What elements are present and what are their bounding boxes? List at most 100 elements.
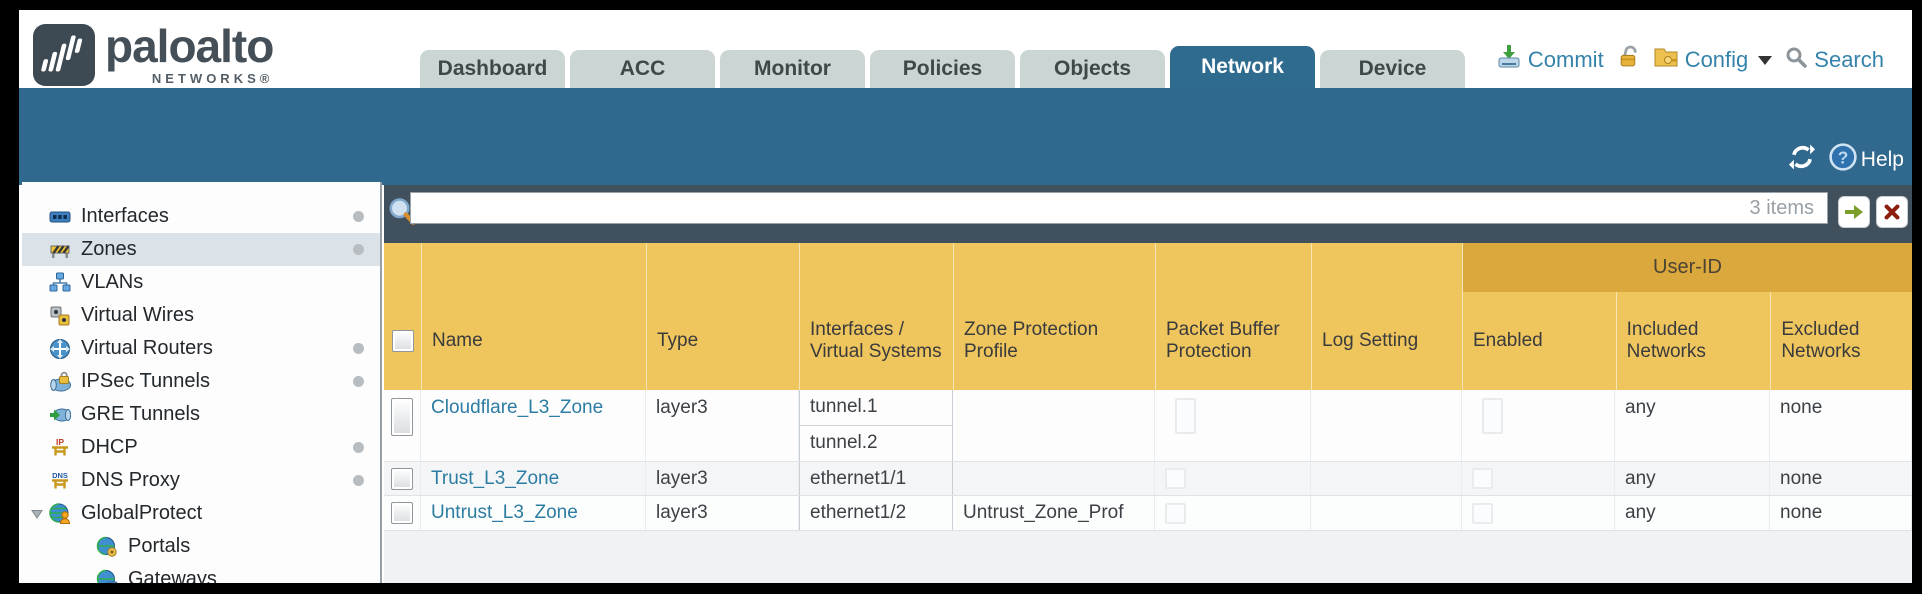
packet-buffer-protection-cell <box>1155 496 1311 530</box>
zones-content: 3 items Name Type Interfaces / Virtual S… <box>384 185 1912 583</box>
help-button[interactable]: ? Help <box>1829 143 1904 177</box>
filter-input[interactable] <box>410 192 1828 224</box>
sidebar-item-vlans[interactable]: VLANs <box>22 266 380 299</box>
refresh-icon[interactable] <box>1788 144 1815 176</box>
table-row: Untrust_L3_Zone layer3 ethernet1/2 Untru… <box>384 496 1912 531</box>
commit-button[interactable]: Commit <box>1496 44 1604 76</box>
user-id-column-group: User-ID Enabled Included Networks Exclud… <box>1462 243 1912 390</box>
tab-policies[interactable]: Policies <box>870 50 1015 88</box>
zone-name-link[interactable]: Untrust_L3_Zone <box>431 502 578 523</box>
included-networks-cell: any <box>1615 496 1770 530</box>
expander-triangle-icon[interactable] <box>30 507 48 521</box>
brand-text: paloalto NETWORKS® <box>105 23 274 86</box>
zone-interfaces-cell: ethernet1/2 <box>799 496 953 530</box>
user-id-enabled-checkbox[interactable] <box>1472 468 1493 489</box>
status-dot <box>353 244 364 255</box>
sidebar-item-label: Virtual Wires <box>81 304 194 326</box>
config-menu-button[interactable]: Config <box>1653 44 1773 76</box>
panos-app-window: paloalto NETWORKS® Dashboard ACC Monitor… <box>19 10 1912 583</box>
zone-interfaces-cell: tunnel.1 tunnel.2 <box>799 390 953 461</box>
sidebar-item-virtual-wires[interactable]: Virtual Wires <box>22 299 380 332</box>
excluded-networks-cell: none <box>1770 390 1912 461</box>
tab-dashboard[interactable]: Dashboard <box>420 50 565 88</box>
zones-table-header: Name Type Interfaces / Virtual Systems Z… <box>384 243 1912 390</box>
svg-text:?: ? <box>1838 147 1849 167</box>
zone-protection-profile-cell <box>953 390 1155 461</box>
interface-entry: tunnel.1 <box>800 390 952 426</box>
sidebar-item-label: DNS Proxy <box>81 469 180 491</box>
clear-filter-button[interactable] <box>1876 196 1908 228</box>
interfaces-icon <box>48 206 72 228</box>
zones-icon <box>48 239 72 261</box>
brand-logo: paloalto NETWORKS® <box>33 23 274 86</box>
chevron-down-icon <box>1758 55 1773 65</box>
commit-label: Commit <box>1527 47 1604 72</box>
tab-acc[interactable]: ACC <box>570 50 715 88</box>
gateways-icon <box>95 569 119 583</box>
sidebar-item-dhcp[interactable]: IP DHCP <box>22 431 380 464</box>
column-header-name[interactable]: Name <box>421 243 646 390</box>
user-id-enabled-checkbox[interactable] <box>1472 502 1493 524</box>
log-setting-cell <box>1311 462 1462 495</box>
column-header-packet-buffer-protection[interactable]: Packet Buffer Protection <box>1155 243 1311 390</box>
sidebar-item-label: Portals <box>128 535 191 557</box>
paloalto-waves-icon <box>33 24 95 86</box>
column-header-excluded-networks[interactable]: Excluded Networks <box>1770 292 1912 390</box>
row-checkbox[interactable] <box>391 467 413 490</box>
sidebar-item-gateways[interactable]: Gateways <box>22 563 380 583</box>
sidebar-item-gre-tunnels[interactable]: GRE Tunnels <box>22 398 380 431</box>
sub-header-bar: ? Help <box>19 88 1912 185</box>
question-help-icon: ? <box>1829 143 1857 177</box>
zone-name-cell: Untrust_L3_Zone <box>421 496 646 530</box>
packet-buffer-protection-checkbox[interactable] <box>1165 468 1186 489</box>
interface-entry: ethernet1/2 <box>810 502 907 523</box>
sidebar-item-label: DHCP <box>81 436 138 458</box>
row-checkbox[interactable] <box>391 398 413 436</box>
column-header-log-setting[interactable]: Log Setting <box>1311 243 1462 390</box>
sidebar-item-portals[interactable]: Portals <box>22 530 380 563</box>
sidebar-item-dns-proxy[interactable]: DNS DNS Proxy <box>22 464 380 497</box>
tab-objects[interactable]: Objects <box>1020 50 1165 88</box>
column-header-included-networks[interactable]: Included Networks <box>1615 292 1771 390</box>
tab-device[interactable]: Device <box>1320 50 1465 88</box>
ipsec-tunnels-icon <box>48 371 72 393</box>
zone-type-cell: layer3 <box>646 462 799 495</box>
open-lock-icon[interactable] <box>1616 45 1641 76</box>
interface-entry: ethernet1/1 <box>810 467 907 489</box>
top-bar: paloalto NETWORKS® Dashboard ACC Monitor… <box>19 10 1912 88</box>
sidebar-item-zones[interactable]: Zones <box>22 233 380 266</box>
user-id-enabled-cell <box>1462 462 1615 495</box>
status-dot <box>353 343 364 354</box>
apply-filter-button[interactable] <box>1838 196 1870 228</box>
status-dot <box>353 442 364 453</box>
zone-name-link[interactable]: Cloudflare_L3_Zone <box>431 397 604 418</box>
column-header-type[interactable]: Type <box>646 243 799 390</box>
virtual-routers-icon <box>48 338 72 360</box>
sidebar-item-ipsec-tunnels[interactable]: IPSec Tunnels <box>22 365 380 398</box>
sidebar-item-globalprotect[interactable]: GlobalProtect <box>22 497 380 530</box>
packet-buffer-protection-checkbox[interactable] <box>1175 398 1196 434</box>
packet-buffer-protection-checkbox[interactable] <box>1165 502 1186 524</box>
zone-type-cell: layer3 <box>646 496 799 530</box>
zone-name-link[interactable]: Trust_L3_Zone <box>431 467 560 489</box>
tab-network[interactable]: Network <box>1170 46 1315 88</box>
global-search-button[interactable]: Search <box>1784 45 1884 75</box>
user-id-enabled-checkbox[interactable] <box>1482 398 1503 434</box>
svg-text:IP: IP <box>56 437 64 447</box>
help-label: Help <box>1860 148 1904 171</box>
sidebar-item-virtual-routers[interactable]: Virtual Routers <box>22 332 380 365</box>
column-header-zone-protection-profile[interactable]: Zone Protection Profile <box>953 243 1155 390</box>
column-header-interfaces[interactable]: Interfaces / Virtual Systems <box>799 243 953 390</box>
sidebar-item-interfaces[interactable]: Interfaces <box>22 200 380 233</box>
column-header-enabled[interactable]: Enabled <box>1473 330 1543 351</box>
globalprotect-icon <box>48 502 72 525</box>
row-checkbox[interactable] <box>391 502 413 524</box>
included-networks-cell: any <box>1615 462 1770 495</box>
select-all-checkbox[interactable] <box>391 330 414 352</box>
gre-tunnels-icon <box>48 404 72 426</box>
tab-monitor[interactable]: Monitor <box>720 50 865 88</box>
zones-table-body: Cloudflare_L3_Zone layer3 tunnel.1 tunne… <box>384 390 1912 583</box>
commit-download-icon <box>1496 44 1522 76</box>
row-checkbox-cell <box>384 496 421 530</box>
